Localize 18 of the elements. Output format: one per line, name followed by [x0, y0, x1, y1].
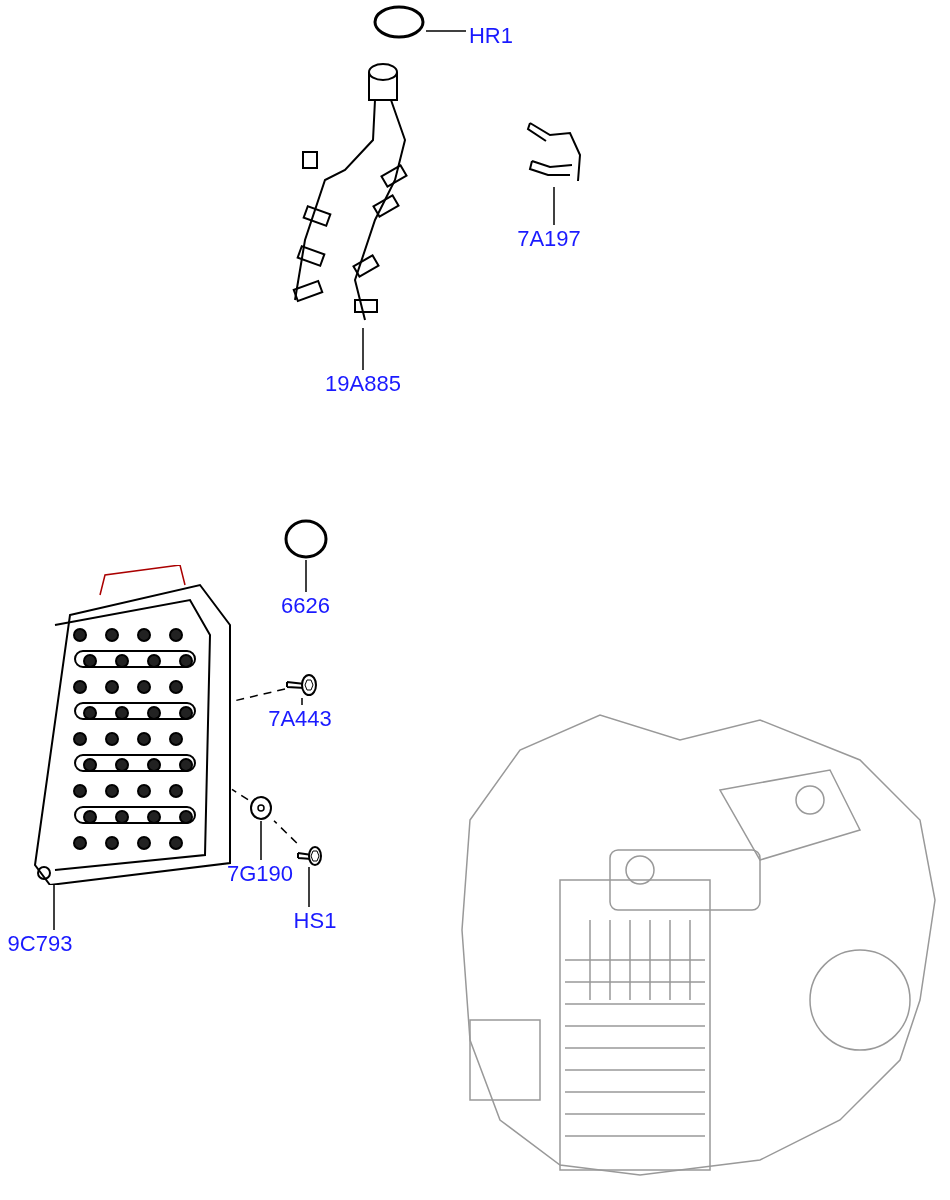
callout-number: 9C793: [2, 930, 78, 958]
callout-number: HS1: [290, 907, 340, 935]
callout-number: 7A197: [508, 225, 590, 253]
leader-line: [362, 327, 364, 371]
leader-line: [553, 186, 555, 226]
assembly-line: [273, 820, 298, 844]
callout-number: 7A443: [262, 705, 338, 733]
leader-line: [308, 866, 310, 908]
leader-line: [425, 30, 467, 32]
callout-number: 19A885: [318, 370, 408, 398]
leader-line: [53, 884, 55, 931]
assembly-line: [231, 788, 249, 801]
leader-line: [305, 559, 307, 593]
callout-number: HR1: [466, 22, 516, 50]
callout-number: 6626: [273, 592, 338, 620]
leader-line: [301, 697, 303, 706]
callout-number: 7G190: [222, 860, 298, 888]
leader-line: [260, 820, 262, 861]
